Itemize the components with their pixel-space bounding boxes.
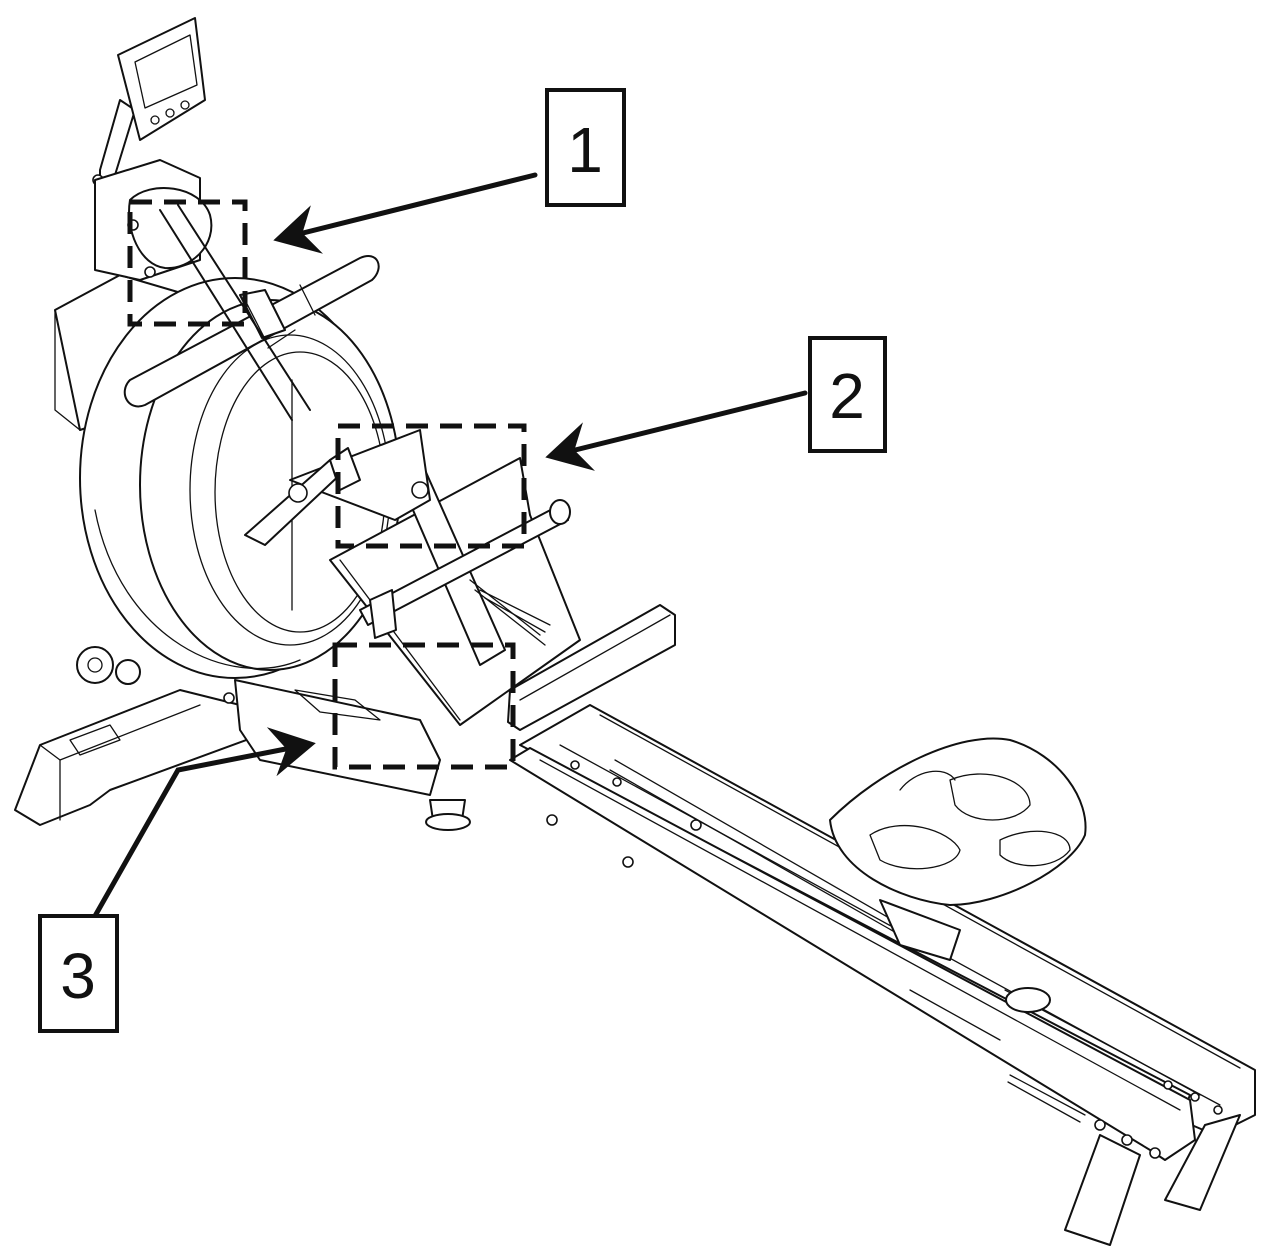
callout-1: 1 [545, 88, 626, 207]
highlight-region-2 [335, 423, 527, 549]
callout-arrow-1 [273, 172, 538, 254]
callout-number-3: 3 [60, 940, 96, 1012]
highlight-region-1 [127, 199, 248, 327]
seat [829, 737, 1087, 961]
rail-beam [509, 704, 1256, 1246]
callout-arrow-2 [545, 390, 808, 471]
highlight-regions [127, 199, 527, 770]
callout-2: 2 [808, 336, 887, 453]
footrest-frame [244, 429, 676, 731]
callout-arrows [92, 172, 808, 919]
callout-arrow-3 [92, 727, 316, 919]
console-assembly [92, 17, 311, 421]
highlight-region-3 [332, 642, 516, 770]
callout-number-1: 1 [567, 114, 603, 186]
callout-number-2: 2 [829, 360, 865, 432]
callout-3: 3 [38, 914, 119, 1033]
